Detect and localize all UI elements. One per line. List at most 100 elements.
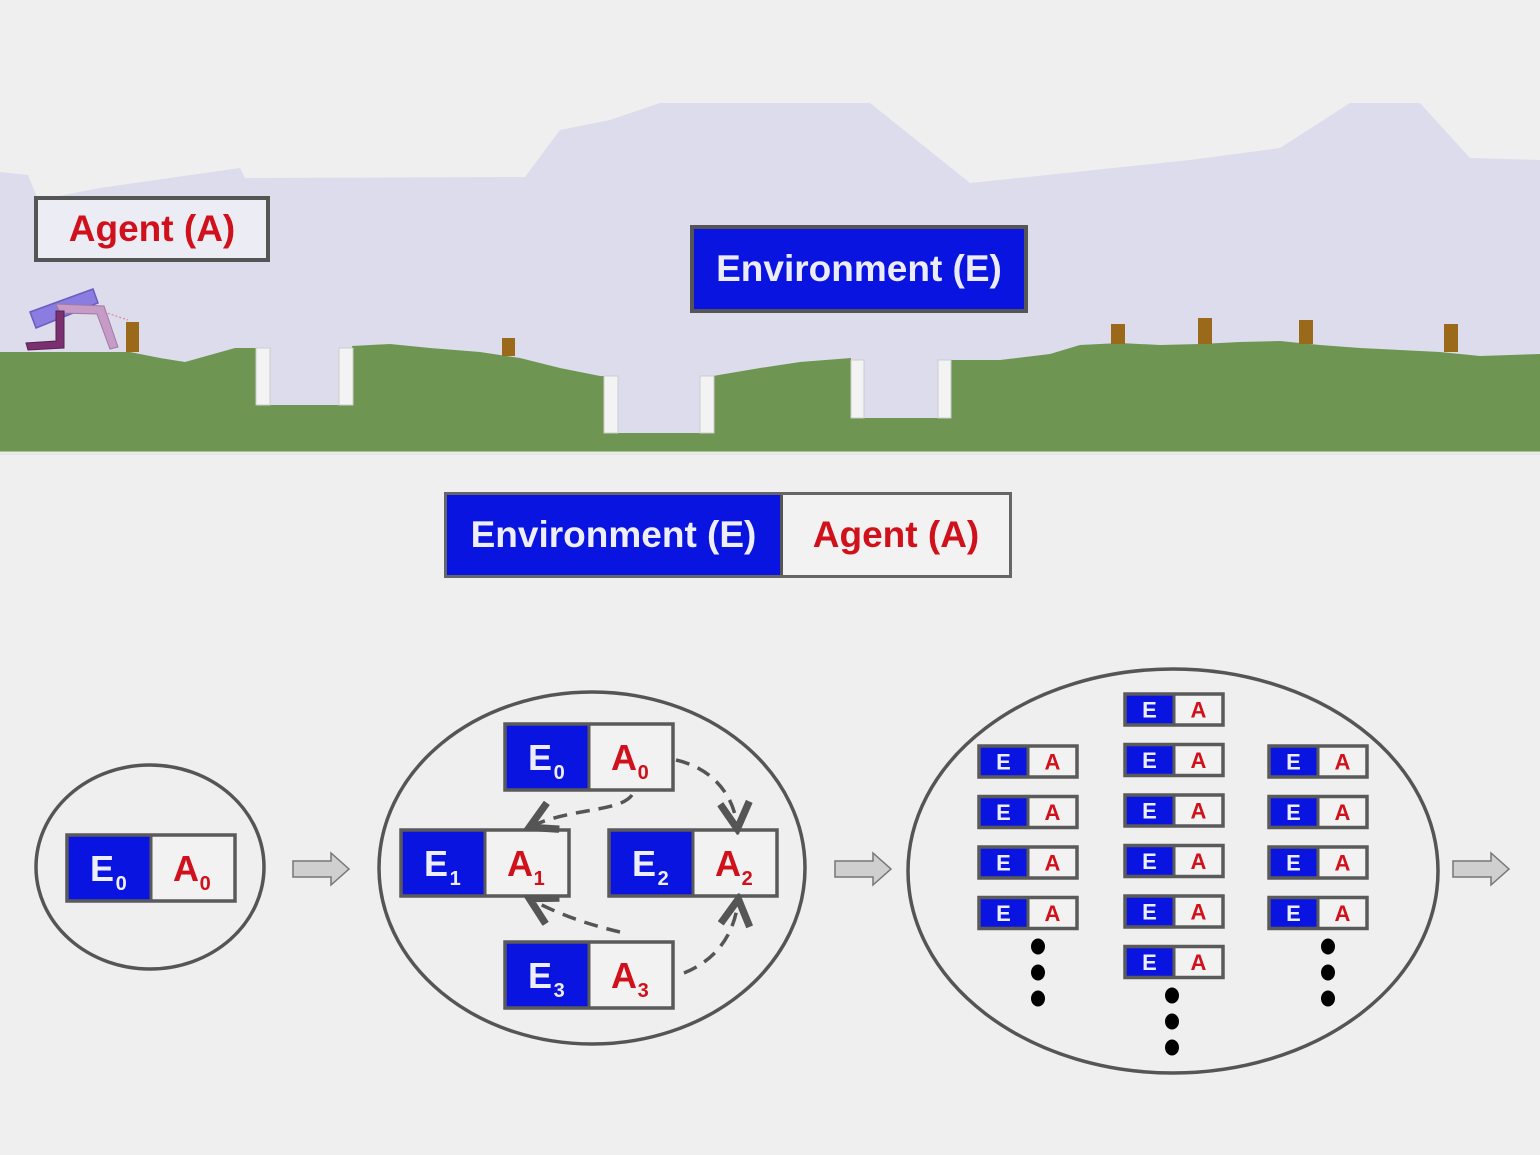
- pit-wall: [699, 375, 715, 434]
- agent-cell: [589, 942, 673, 1008]
- transfer-arrow: [683, 902, 738, 975]
- stump: [1299, 320, 1313, 344]
- environment-cell: [1269, 847, 1318, 878]
- agent-cell: [1028, 847, 1077, 878]
- ellipsis-dots-icon: [1321, 938, 1335, 1007]
- dot: [1165, 1013, 1179, 1030]
- environment-label: E: [1286, 800, 1301, 825]
- environment-label: E: [996, 749, 1011, 774]
- dot: [1165, 1039, 1179, 1056]
- agent-label: A: [1335, 850, 1351, 875]
- agent-label: A: [1335, 901, 1351, 926]
- environment-cell: [609, 830, 693, 896]
- agent-cell: [589, 724, 673, 790]
- pit-wall: [603, 375, 619, 434]
- agent-label: A: [173, 848, 199, 889]
- agent-label: A: [1045, 850, 1061, 875]
- dot: [1031, 990, 1045, 1007]
- dot: [1321, 964, 1335, 981]
- pair-legend-environment: Environment (E): [447, 495, 783, 575]
- environment-label: E: [996, 901, 1011, 926]
- pit-wall: [338, 347, 354, 406]
- transfer-arrow: [675, 758, 737, 826]
- transfer-arrow: [532, 900, 621, 934]
- agent-label: Agent (A): [34, 196, 270, 262]
- environment-label: E: [1142, 950, 1157, 975]
- environment-cell: [1125, 845, 1174, 877]
- environment-cell: [1269, 746, 1318, 777]
- environment-label: E: [996, 850, 1011, 875]
- agent-cell: [1174, 896, 1223, 927]
- dot: [1165, 987, 1179, 1004]
- transfer-arrow: [532, 793, 634, 826]
- pit-wall: [937, 359, 952, 419]
- dot: [1321, 938, 1335, 955]
- stage-ellipse: [377, 690, 807, 1046]
- environment-cell: [1269, 897, 1318, 929]
- stage-ellipse: [34, 763, 266, 971]
- agent-label: A: [611, 737, 637, 778]
- agent-index: 2: [742, 868, 753, 890]
- agent-cell: [693, 830, 777, 896]
- agent-label: A: [1191, 697, 1207, 722]
- stump: [1111, 324, 1125, 344]
- agent-label: A: [715, 843, 741, 884]
- ground-terrain: [0, 341, 1540, 452]
- environment-index: 1: [450, 868, 461, 890]
- agent-label: A: [1191, 798, 1207, 823]
- agent-cell: [1318, 897, 1367, 929]
- pair-legend: Environment (E) Agent (A): [444, 492, 1012, 578]
- agent-label: A: [507, 843, 533, 884]
- environment-cell: [1125, 946, 1174, 978]
- agent-index: 0: [638, 762, 649, 784]
- environment-label: E: [424, 843, 448, 884]
- progression-arrow: [292, 851, 351, 887]
- stumps: [126, 318, 1458, 356]
- agent-cell: [1174, 845, 1223, 877]
- agent-cell: [1318, 847, 1367, 878]
- environment-cell: [505, 942, 589, 1008]
- environment-label: E: [1142, 697, 1157, 722]
- agent-cell: [1028, 897, 1077, 929]
- pit-walls: [255, 347, 952, 434]
- environment-label: E: [1286, 749, 1301, 774]
- agent-index: 0: [200, 873, 211, 895]
- stage-ellipse: [906, 667, 1440, 1075]
- environment-label: E: [1142, 798, 1157, 823]
- environment-index: 0: [554, 762, 565, 784]
- stump: [1444, 324, 1458, 352]
- environment-label: E: [1142, 748, 1157, 773]
- dot: [1321, 990, 1335, 1007]
- environment-cell: [1125, 694, 1174, 725]
- environment-label: E: [528, 737, 552, 778]
- environment-cell: [979, 847, 1028, 878]
- ellipsis-dots-icon: [1165, 987, 1179, 1056]
- agent-label: A: [1191, 899, 1207, 924]
- transfer-arrows: [532, 758, 738, 975]
- agent-cell: [1174, 946, 1223, 978]
- agent-label: A: [1045, 749, 1061, 774]
- agent-label: A: [1191, 849, 1207, 874]
- agent-label: A: [611, 955, 637, 996]
- agent-cell: [1174, 795, 1223, 826]
- environment-cell: [979, 897, 1028, 929]
- environment-label: E: [1142, 849, 1157, 874]
- environment-cell: [979, 746, 1028, 777]
- environment-index: 3: [554, 980, 565, 1002]
- progression-arrow: [1452, 851, 1511, 887]
- walker-robot-icon: [25, 288, 129, 351]
